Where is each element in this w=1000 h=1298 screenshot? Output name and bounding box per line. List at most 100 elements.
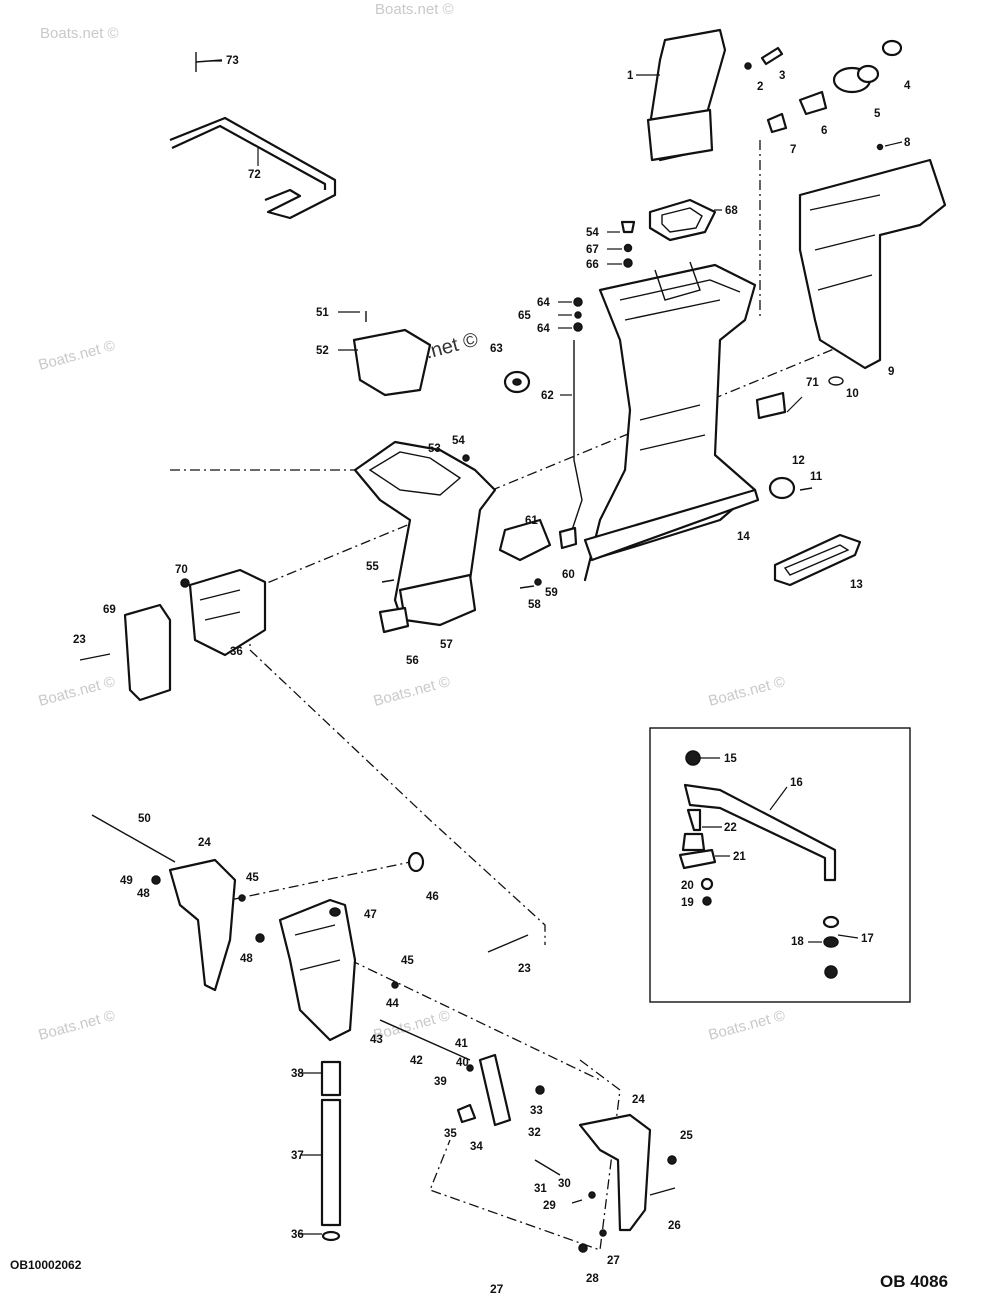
- part-23-bolt: [487, 934, 529, 953]
- part-47-stern-bracket: [278, 898, 357, 1042]
- callout-48b: 48: [240, 953, 253, 965]
- callout-28: 28: [586, 1273, 599, 1285]
- callout-49: 49: [120, 875, 133, 887]
- callout-13: 13: [850, 579, 863, 591]
- callout-38: 38: [291, 1068, 304, 1080]
- callout-69: 69: [103, 604, 116, 616]
- callout-64b: 64: [537, 323, 550, 335]
- callout-36b: 36: [291, 1229, 304, 1241]
- callout-60: 60: [562, 569, 575, 581]
- callout-64: 64: [537, 297, 550, 309]
- callout-68: 68: [725, 205, 738, 217]
- callout-32: 32: [528, 1127, 541, 1139]
- part-64-nut: [573, 297, 583, 332]
- watermark: Boats.net ©: [40, 25, 119, 42]
- callout-29: 29: [543, 1200, 556, 1212]
- page-number: 27: [490, 1282, 504, 1296]
- callout-10: 10: [846, 388, 859, 400]
- callout-5: 5: [874, 108, 881, 120]
- part-24-swivel-left: [91, 814, 265, 992]
- callout-73: 73: [226, 55, 239, 67]
- part-42-tilt-tube: [379, 981, 512, 1127]
- part-37-tilt-pin: [320, 1060, 342, 1242]
- callout-34: 34: [470, 1141, 483, 1153]
- callout-6: 6: [821, 125, 827, 137]
- callout-44: 44: [386, 998, 399, 1010]
- part-62-shift-rod: [558, 340, 583, 550]
- callout-21: 21: [733, 851, 746, 863]
- callout-47: 47: [364, 909, 377, 921]
- callout-50: 50: [138, 813, 151, 825]
- callout-27: 27: [607, 1255, 620, 1267]
- part-71-decal: [755, 391, 787, 420]
- callout-45b: 45: [246, 872, 259, 884]
- part-46-washer: [407, 851, 425, 873]
- callout-36: 36: [230, 646, 243, 658]
- callout-30: 30: [558, 1178, 571, 1190]
- callout-53: 53: [428, 443, 441, 455]
- callout-65: 65: [518, 310, 531, 322]
- callout-26: 26: [668, 1220, 681, 1232]
- part-73-pin: [195, 52, 223, 72]
- callout-37: 37: [291, 1150, 304, 1162]
- callout-59: 59: [545, 587, 558, 599]
- callout-15: 15: [724, 753, 737, 765]
- fasteners-mid: [378, 578, 542, 634]
- callout-46: 46: [426, 891, 439, 903]
- watermark: Boats.net ©: [37, 1007, 117, 1044]
- figure-code: OB 4086: [880, 1272, 949, 1291]
- watermark: Boats.net ©: [707, 673, 787, 710]
- fasteners-lower: [456, 1085, 545, 1124]
- callout-55: 55: [366, 561, 379, 573]
- callout-25: 25: [680, 1130, 693, 1142]
- callout-67: 67: [586, 244, 599, 256]
- part-3-screw: [744, 46, 784, 70]
- watermark: Boats.net ©: [707, 1007, 787, 1044]
- callout-54b: 54: [586, 227, 599, 239]
- part-68-seal: [648, 198, 717, 242]
- callout-56: 56: [406, 655, 419, 667]
- part-63-mount: [503, 370, 531, 394]
- callout-20: 20: [681, 880, 694, 892]
- callout-7: 7: [790, 144, 796, 156]
- callout-1: 1: [627, 70, 634, 82]
- part-14-exhaust-housing: [583, 261, 760, 582]
- part-54-bolt: [620, 220, 636, 268]
- watermark: Boats.net ©: [37, 673, 117, 710]
- callout-23: 23: [73, 634, 86, 646]
- callout-45: 45: [401, 955, 414, 967]
- callout-24: 24: [198, 837, 211, 849]
- part-57-adapter: [353, 440, 497, 627]
- part-72-bracket-rod: [169, 116, 337, 220]
- callout-22: 22: [724, 822, 737, 834]
- part-24-swivel-right: [534, 1113, 677, 1253]
- callout-48: 48: [137, 888, 150, 900]
- callout-63: 63: [490, 343, 503, 355]
- part-52-bracket: [352, 311, 432, 397]
- callout-4: 4: [904, 80, 911, 92]
- part-12-mount: [768, 476, 813, 500]
- callout-42: 42: [410, 1055, 423, 1067]
- callout-70: 70: [175, 564, 188, 576]
- callout-9: 9: [888, 366, 894, 378]
- callout-8: 8: [904, 137, 911, 149]
- callout-35: 35: [444, 1128, 457, 1140]
- callout-16: 16: [790, 777, 803, 789]
- callouts: 1 2 3 4 5 6 7 8 9 10 11 12 13 14 15 16 1…: [73, 55, 911, 1285]
- callout-72: 72: [248, 169, 261, 181]
- callout-19: 19: [681, 897, 694, 909]
- part-9-shroud: [798, 143, 947, 386]
- assembly-lines: [170, 140, 881, 1251]
- callout-58: 58: [528, 599, 541, 611]
- watermark: Boats.net ©: [375, 1, 454, 18]
- callout-18: 18: [791, 936, 804, 948]
- callout-62: 62: [541, 390, 554, 402]
- part-13-seal-ring: [773, 533, 862, 587]
- callout-66: 66: [586, 259, 599, 271]
- inset-steering-link: [649, 727, 911, 1003]
- callout-57: 57: [440, 639, 453, 651]
- callout-23b: 23: [518, 963, 531, 975]
- callout-71: 71: [806, 377, 819, 389]
- callout-40: 40: [456, 1057, 469, 1069]
- callout-12: 12: [792, 455, 805, 467]
